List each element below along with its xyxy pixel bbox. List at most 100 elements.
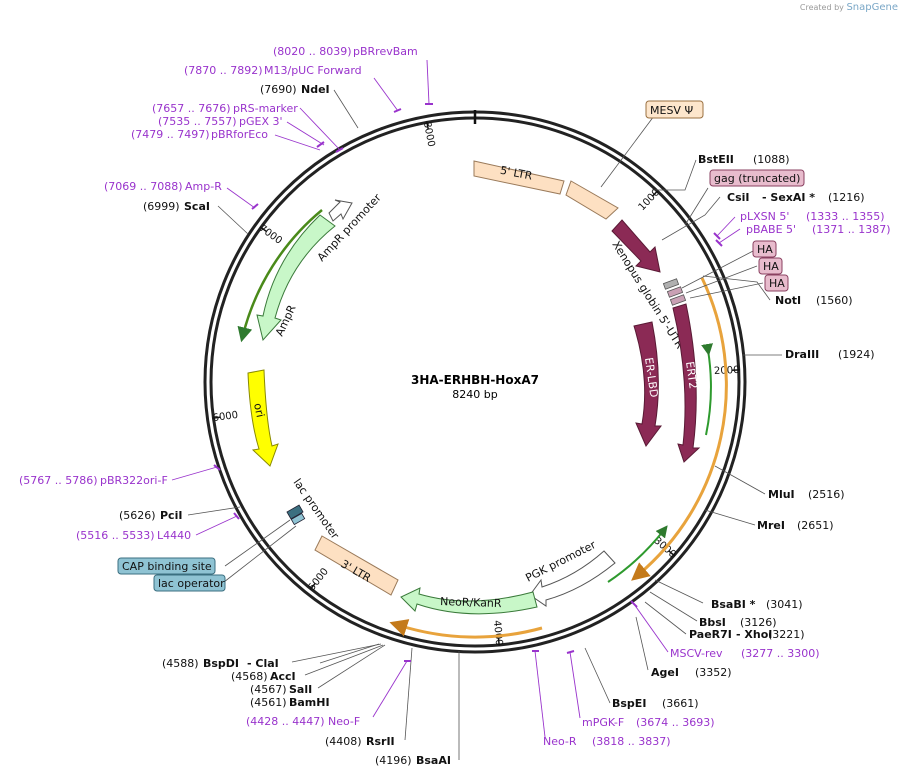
site-bamhi: (4561) BamHI [250,696,330,709]
svg-text:RsrII: RsrII [366,735,395,748]
svg-text:HA: HA [769,277,785,290]
svg-text:(4428 .. 4447): (4428 .. 4447) [246,715,325,728]
site-scai: (6999) ScaI [143,200,210,213]
svg-text:(1924): (1924) [838,348,875,361]
primer-pbrrevbam: (8020 .. 8039) pBRrevBam [273,45,418,58]
svg-text:pBR322ori-F: pBR322ori-F [100,474,168,487]
svg-text:BbsI: BbsI [699,616,726,629]
orf-arc-ert2-inner [701,343,713,436]
svg-text:pGEX 3': pGEX 3' [239,115,283,128]
svg-text:(7870 .. 7892): (7870 .. 7892) [184,64,263,77]
svg-text:(2651): (2651) [797,519,834,532]
svg-text:BsaAI: BsaAI [416,754,451,767]
tick-label-8000: 8000 [421,121,436,148]
site-csii-sexai: CsiI - SexAI * (1216) [727,191,865,204]
site-draiii: DraIII (1924) [785,348,875,361]
svg-text:pBRrevBam: pBRrevBam [353,45,418,58]
svg-text:HA: HA [763,260,779,273]
svg-text:PaeR7I: PaeR7I [689,628,732,641]
box-ha-3: HA [764,274,789,292]
site-noti: NotI (1560) [775,294,853,307]
feature-lac-promoter: lac promoter [286,476,342,542]
svg-text:(7690): (7690) [260,83,297,96]
svg-text:(4588): (4588) [162,657,199,670]
label-5-ltr: 5' LTR [499,164,534,183]
tick-label-5000: 5000 [306,566,330,593]
tick-mark-5000 [309,582,316,591]
svg-text:(2516): (2516) [808,488,845,501]
site-bspdi-clai: (4588) BspDI - ClaI [162,657,279,670]
svg-text:(1088): (1088) [753,153,790,166]
box-cap-binding-site: CAP binding site [117,557,216,575]
credit-brand: SnapGene [846,2,898,13]
svg-text:Amp-R: Amp-R [185,180,222,193]
tick-label-4000: 4000 [491,620,504,646]
svg-text:(1560): (1560) [816,294,853,307]
site-mrei: MreI (2651) [757,519,834,532]
site-bsaai: (4196) BsaAI [375,754,451,767]
primer-plxsn-5: pLXSN 5' (1333 .. 1355) [740,210,885,223]
tick-label-7000: 7000 [257,223,284,247]
svg-text:(7479 .. 7497): (7479 .. 7497) [131,128,210,141]
box-mesv-psi: MESV Ψ [645,100,704,119]
svg-text:BstEII: BstEII [698,153,734,166]
svg-text:(4561): (4561) [250,696,287,709]
svg-text:(3041): (3041) [766,598,803,611]
label-ori: ori [251,402,267,419]
feature-neor-kanr: NeoR/KanR [400,587,538,615]
svg-text:MESV Ψ: MESV Ψ [650,104,693,117]
orf-arc-amp [237,209,323,343]
svg-text:AgeI: AgeI [651,666,679,679]
svg-text:BspDI: BspDI [203,657,239,670]
primer-marks [213,103,723,662]
primer-leaders [171,59,741,738]
tick-mark-8000 [426,121,429,130]
site-agei: AgeI (3352) [651,666,732,679]
feature-5-ltr: 5' LTR [473,160,565,195]
site-rsrii: (4408) RsrII [325,735,395,748]
primer-pbabe-5: pBABE 5' (1371 .. 1387) [746,223,891,236]
svg-text:BspEI: BspEI [612,697,646,710]
tick-mark-3000 [668,550,676,557]
svg-text:lac operator: lac operator [158,577,225,590]
svg-text:(4567): (4567) [250,683,287,696]
svg-text:MSCV-rev: MSCV-rev [670,647,723,660]
site-pcii: (5626) PciI [119,509,182,522]
svg-text:Neo-R: Neo-R [543,735,577,748]
svg-text:HA: HA [757,243,773,256]
svg-text:- ClaI: - ClaI [247,657,279,670]
svg-text:(6999): (6999) [143,200,180,213]
primer-mpgk-f: mPGK-F (3674 .. 3693) [582,716,715,729]
site-paer7i-xhoi: PaeR7I - XhoI (3221) [689,628,805,641]
site-bspei: BspEI (3661) [612,697,699,710]
credit-prefix: Created by [799,3,844,12]
svg-text:DraIII: DraIII [785,348,819,361]
svg-text:(7069 .. 7088): (7069 .. 7088) [104,180,183,193]
snapgene-credit: Created by SnapGene [800,2,898,13]
svg-text:- XhoI: - XhoI [736,628,772,641]
svg-text:MluI: MluI [768,488,795,501]
svg-text:(5626): (5626) [119,509,156,522]
primer-neo-r: Neo-R (3818 .. 3837) [543,735,671,748]
tick-label-6000: 6000 [212,410,239,424]
orf-arc-pgk [607,525,668,583]
site-sali: (4567) SalI [250,683,312,696]
svg-text:(3818 .. 3837): (3818 .. 3837) [592,735,671,748]
tick-mark-4000 [497,637,500,646]
svg-text:mPGK-F: mPGK-F [582,716,624,729]
plasmid-name: 3HA-ERHBH-HoxA7 [411,373,539,387]
orf-arc-ert2 [631,277,728,581]
primer-amp-r: (7069 .. 7088) Amp-R [104,180,222,193]
svg-text:AccI: AccI [270,670,296,683]
svg-text:(7657 .. 7676): (7657 .. 7676) [152,102,231,115]
svg-text:Neo-F: Neo-F [328,715,360,728]
svg-text:SalI: SalI [289,683,312,696]
site-mlui: MluI (2516) [768,488,845,501]
svg-text:pRS-marker: pRS-marker [233,102,298,115]
primer-prs-marker: (7657 .. 7676) pRS-marker [152,102,298,115]
svg-text:ScaI: ScaI [184,200,210,213]
primer-pbr322ori-f: (5767 .. 5786) pBR322ori-F [19,474,168,487]
svg-text:M13/pUC Forward: M13/pUC Forward [264,64,362,77]
svg-text:(3661): (3661) [662,697,699,710]
